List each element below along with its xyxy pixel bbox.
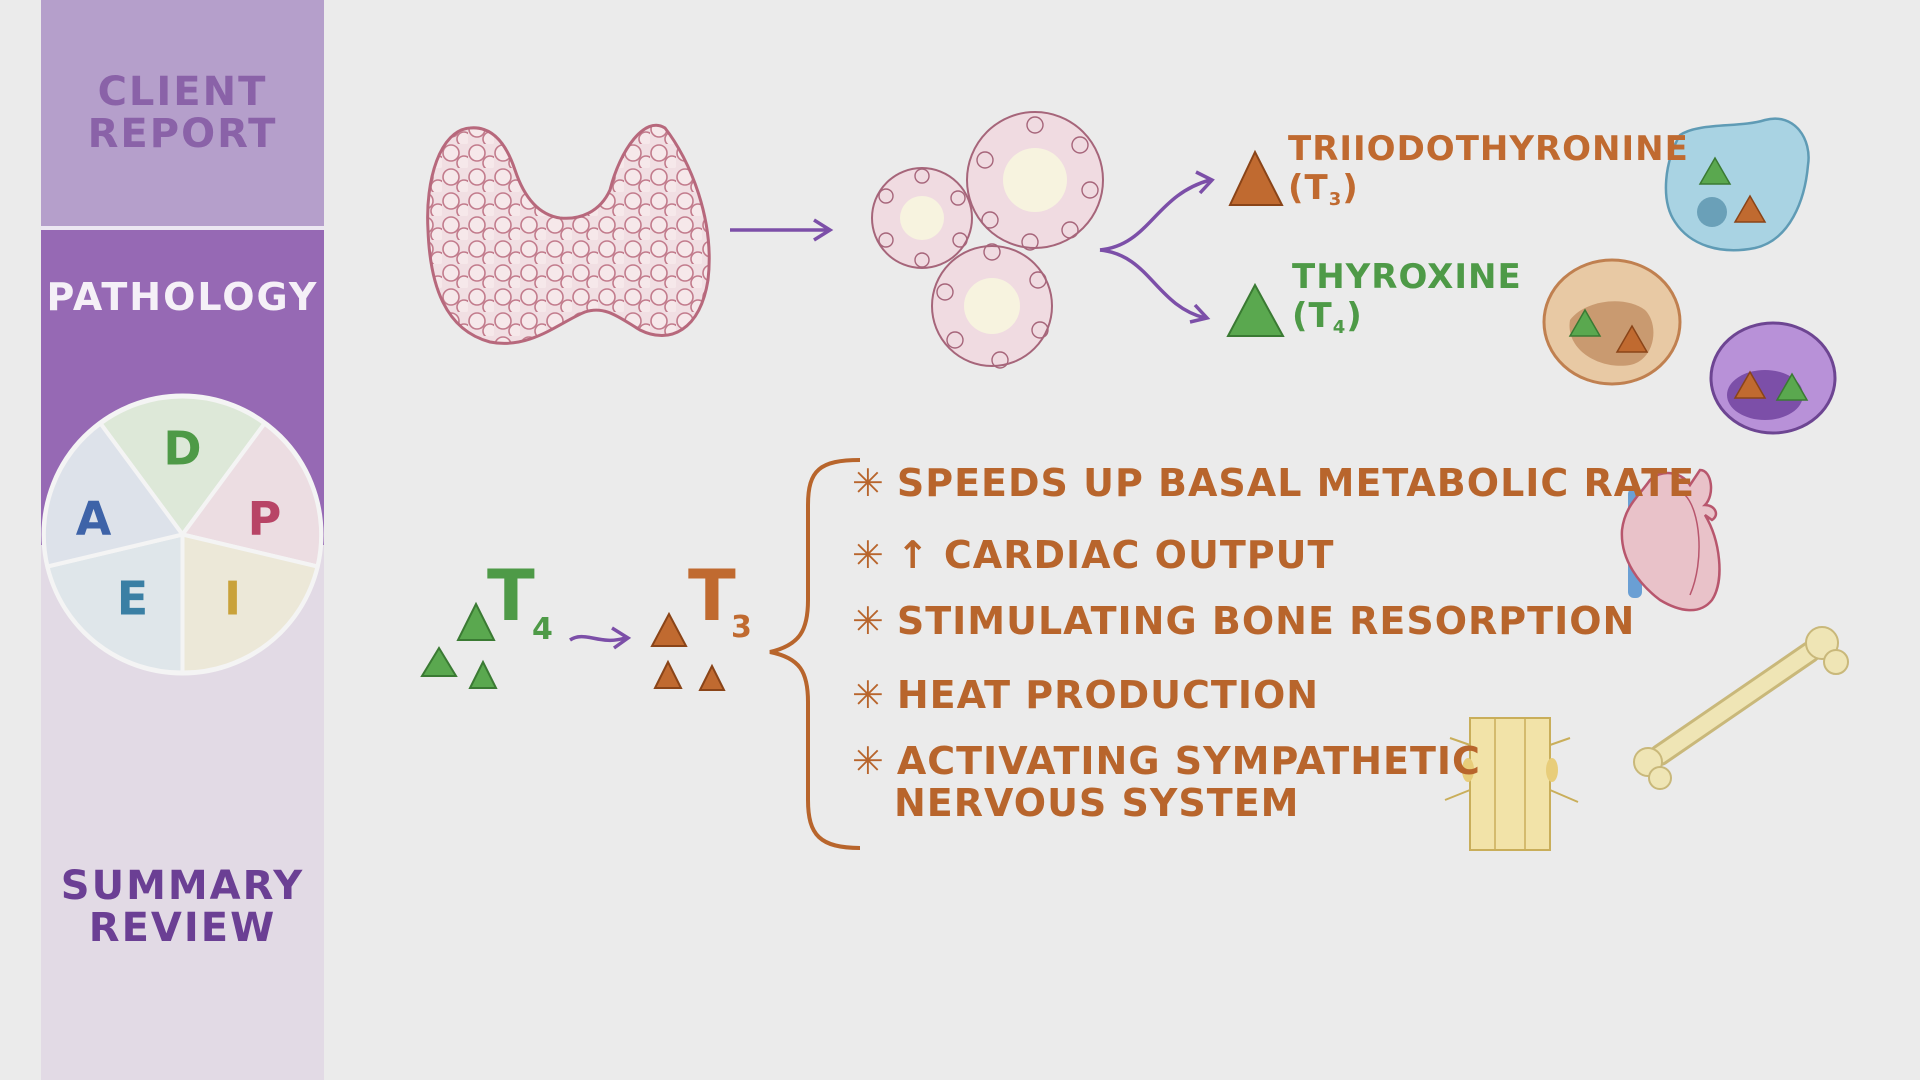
asterisk-icon: ✳ xyxy=(852,533,885,577)
effect-item: ✳ACTIVATING SYMPATHETIC NERVOUS SYSTEM xyxy=(852,739,1481,825)
t4-hormone-label: THYROXINE (T4) xyxy=(1292,257,1522,339)
summary-review-label: SUMMARY REVIEW xyxy=(60,863,305,951)
pie-letter-i: I xyxy=(224,572,241,626)
pie-letter-e: E xyxy=(117,572,148,626)
branch-arrows xyxy=(1099,170,1215,324)
conversion-t4-subscript: 4 xyxy=(532,612,553,647)
target-cell-blue xyxy=(1664,117,1810,252)
t3-triangle-icon xyxy=(1228,149,1284,206)
t4-name: THYROXINE xyxy=(1292,257,1522,297)
nerve-illustration xyxy=(1444,717,1579,851)
conversion-t4-letter: T xyxy=(487,555,535,637)
bone-illustration xyxy=(1633,626,1849,790)
t3-name: TRIIODOTHYRONINE xyxy=(1288,129,1689,169)
t3-abbreviation: (T3) xyxy=(1288,168,1359,211)
t4-triangle-icon xyxy=(1226,282,1285,337)
pathology-label: PATHOLOGY xyxy=(46,275,319,319)
pie-letter-d: D xyxy=(163,422,201,476)
thyroid-gland-illustration xyxy=(426,123,711,345)
thyroid-follicles-illustration xyxy=(871,111,1104,369)
pie-letter-a: A xyxy=(76,492,112,546)
conversion-t3-letter: T xyxy=(688,555,736,637)
conversion-t3-subscript: 3 xyxy=(731,610,752,645)
t4-abbreviation: (T4) xyxy=(1292,296,1363,339)
effect-item: ✳HEAT PRODUCTION xyxy=(852,673,1320,717)
section-divider xyxy=(41,226,324,230)
client-report-section[interactable]: CLIENT REPORT xyxy=(41,0,324,226)
pie-letter-p: P xyxy=(248,492,282,546)
dpiea-pie: D P I E A xyxy=(41,393,324,676)
client-report-label: CLIENT REPORT xyxy=(87,69,278,157)
effect-item: ✳STIMULATING BONE RESORPTION xyxy=(852,599,1636,643)
asterisk-icon: ✳ xyxy=(852,599,885,643)
conversion-arrow xyxy=(569,634,626,643)
effects-brace xyxy=(769,458,861,850)
t4-triangles xyxy=(420,601,498,689)
target-cell-purple xyxy=(1709,321,1837,435)
effect-item: ✳↑ CARDIAC OUTPUT xyxy=(852,533,1335,577)
target-cell-orange xyxy=(1542,258,1682,386)
asterisk-icon: ✳ xyxy=(852,739,885,783)
t3-hormone-label: TRIIODOTHYRONINE (T3) xyxy=(1288,129,1689,211)
asterisk-icon: ✳ xyxy=(852,673,885,717)
asterisk-icon: ✳ xyxy=(852,461,885,505)
t3-triangles xyxy=(650,611,726,691)
heart-illustration xyxy=(1620,468,1721,612)
effect-item: ✳SPEEDS UP BASAL METABOLIC RATE xyxy=(852,461,1696,505)
